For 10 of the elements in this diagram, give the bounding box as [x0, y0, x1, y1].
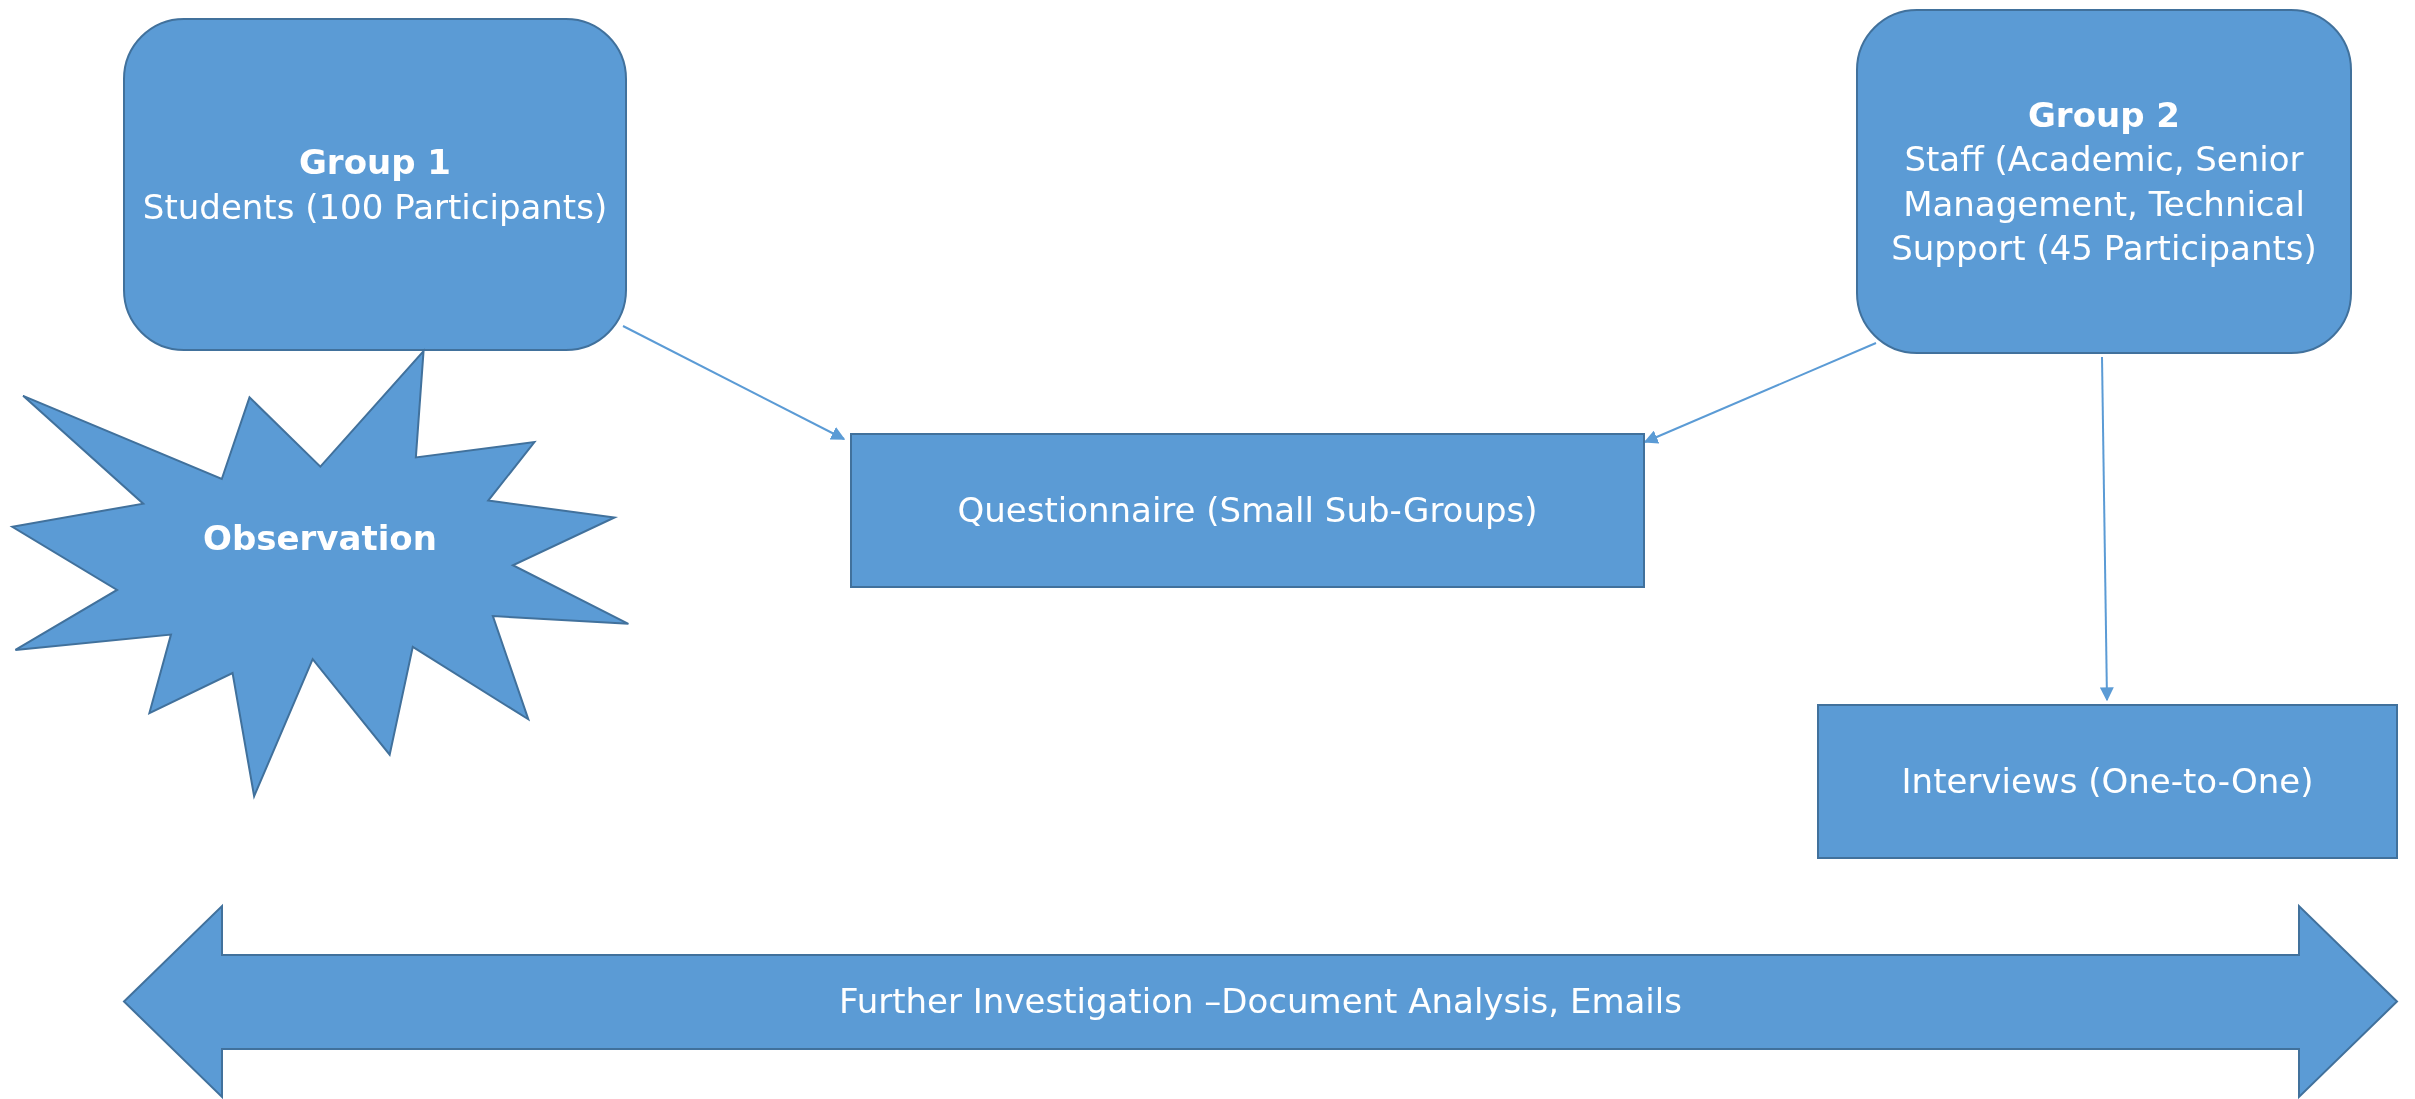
node-label: Staff (Academic, Senior Management, Technical Support (45 Participants) [1890, 138, 2318, 270]
arrow [622, 325, 846, 440]
heading: Observation [203, 517, 437, 561]
node-label: Interviews (One-to-One) [1901, 760, 2314, 804]
node-label: Questionnaire (Small Sub-Groups) [957, 489, 1538, 533]
heading: Group 1 [298, 141, 452, 185]
node-label: Students (100 Participants) [142, 185, 608, 229]
arrow [2099, 356, 2114, 702]
heading: Group 2 [2027, 94, 2181, 138]
node-label: Further Investigation –Document Analysis, Emails [839, 980, 1682, 1024]
